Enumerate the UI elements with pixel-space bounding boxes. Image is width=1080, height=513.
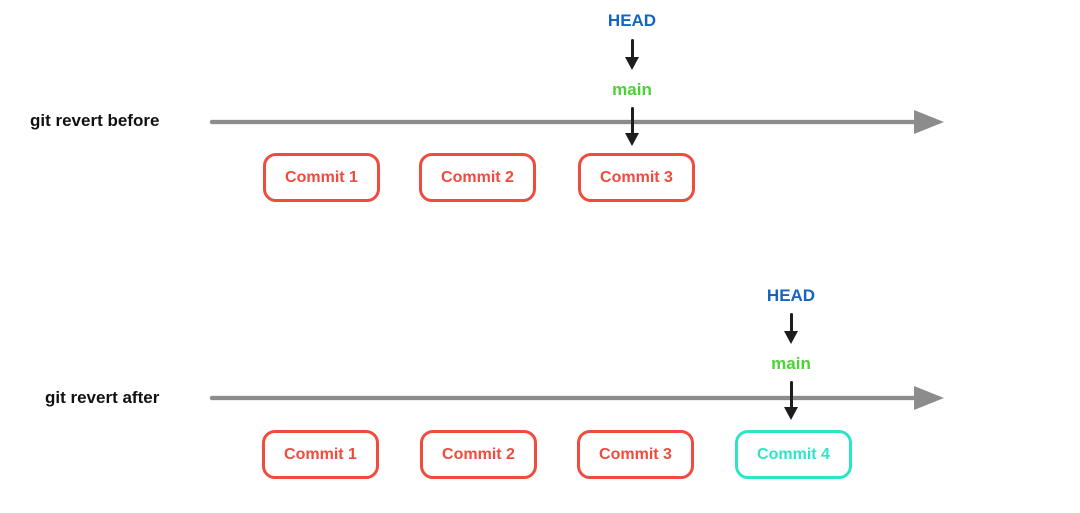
commit-box: Commit 1 — [262, 430, 379, 479]
commit-box: Commit 3 — [578, 153, 695, 202]
down-arrow-icon — [784, 381, 798, 420]
timeline-line — [210, 120, 916, 124]
timeline-line — [210, 396, 916, 400]
section-after-title: git revert after — [45, 388, 160, 407]
commit-box: Commit 2 — [420, 430, 537, 479]
branch-main-label: main — [612, 80, 652, 99]
down-arrow-icon — [625, 39, 639, 70]
down-arrow-icon — [625, 107, 639, 146]
commit-box-new: Commit 4 — [735, 430, 852, 479]
timeline-arrowhead-icon — [914, 110, 944, 134]
commit-box: Commit 2 — [419, 153, 536, 202]
commit-box: Commit 1 — [263, 153, 380, 202]
timeline-arrowhead-icon — [914, 386, 944, 410]
section-before-title: git revert before — [30, 111, 160, 130]
head-ref-label: HEAD — [607, 11, 657, 30]
down-arrow-icon — [784, 313, 798, 344]
commit-box: Commit 3 — [577, 430, 694, 479]
head-ref-label: HEAD — [766, 286, 816, 305]
branch-main-label: main — [771, 354, 811, 373]
